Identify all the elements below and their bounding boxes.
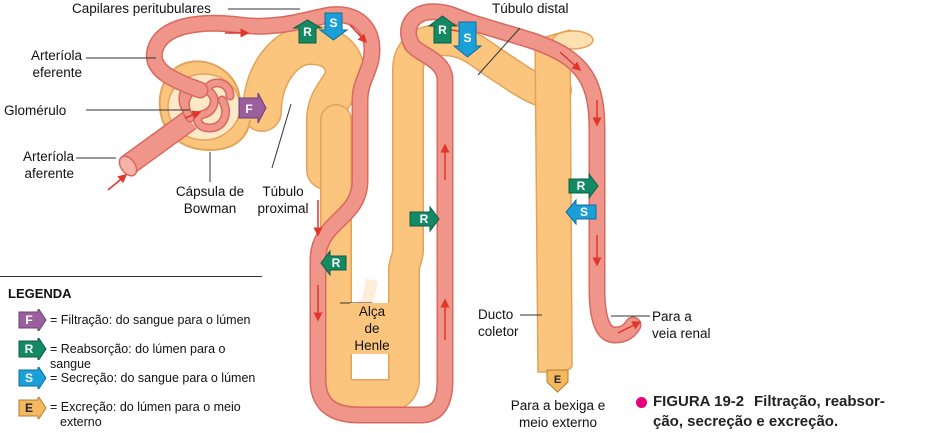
label-arteriola-eferente: Arteríola eferente [0, 47, 82, 81]
legend-badge-e-letter: E [25, 401, 33, 415]
label-bexiga: Para a bexiga e meio externo [498, 397, 618, 431]
legend-text-excretion: = Excreção: do lúmen para o meio externo [50, 400, 241, 430]
label-capsula-line1: Cápsula de [175, 184, 245, 199]
badge-reabsorption-5: R [568, 172, 599, 200]
label-alca-henle: Alça de Henle [350, 303, 394, 354]
label-tubulo-proximal: Túbulo proximal [238, 183, 328, 217]
label-glomerulo: Glomérulo [4, 103, 67, 118]
badge-secretion-2: S [452, 21, 483, 58]
label-arteriola-aferente-line1: Arteríola [22, 149, 74, 164]
label-capilares: Capilares peritubulares [72, 1, 211, 16]
legend-badge-r-letter: R [25, 342, 34, 356]
label-capsula-bowman: Cápsula de Bowman [160, 183, 260, 217]
badge-reabsorption-2: R [427, 15, 458, 44]
label-tubulo-distal: Túbulo distal [492, 1, 569, 16]
badge-letter-r-1: R [303, 25, 312, 39]
legend-badge-excretion: E [18, 397, 47, 419]
collecting-duct [534, 29, 573, 373]
legend-badge-reabsorption: R [18, 338, 47, 360]
badge-letter-r-3: R [420, 212, 429, 226]
label-arteriola-eferente-line2: eferente [32, 65, 82, 80]
label-alca-line1: Alça [358, 304, 386, 319]
legend-badge-s-letter: S [25, 371, 33, 385]
legend-title: LEGENDA [8, 286, 72, 301]
label-capsula-line2: Bowman [183, 201, 237, 216]
label-arteriola-aferente-line2: aferente [24, 166, 74, 181]
caption-title-line1: Filtração, reabsor- [754, 393, 885, 410]
caption-bullet-icon [636, 397, 647, 408]
legend-text-reabsorption: = Reabsorção: do lúmen para o sangue [50, 342, 226, 371]
leader-lines [76, 8, 650, 317]
blood-vessels [107, 3, 642, 424]
legend-text-secretion: = Secreção: do sangue para o lúmen [50, 371, 256, 385]
label-ducto-coletor: Ducto coletor [478, 306, 519, 340]
badge-letter-s-3: S [580, 205, 588, 219]
label-veia-line1: Para a [652, 309, 692, 324]
badge-letter-r-4: R [332, 256, 341, 270]
badge-filtration: F [238, 92, 267, 124]
label-tubulo-proximal-line1: Túbulo [262, 184, 304, 199]
label-veia-renal: Para a veia renal [652, 308, 711, 342]
caption-title-line2: ção, secreção e excreção. [653, 413, 839, 430]
label-bexiga-line2: meio externo [518, 415, 598, 430]
legend-text-filtration: = Filtração: do sangue para o lúmen [50, 313, 251, 327]
badge-letter-s-2: S [463, 31, 471, 45]
legend-badge-secretion: S [18, 367, 47, 389]
label-tubulo-proximal-line2: proximal [257, 201, 309, 216]
badge-letter-s-1: S [329, 16, 337, 30]
badge-reabsorption-4: R [320, 249, 347, 277]
legend-divider [0, 276, 262, 277]
legend-text-excretion-line2: externo [60, 415, 102, 429]
badge-secretion-3: S [565, 198, 597, 226]
label-ducto-line1: Ducto [478, 307, 514, 322]
legend-badge-filtration: F [18, 309, 47, 331]
badge-excretion: E [546, 369, 569, 393]
badge-reabsorption-3: R [409, 205, 440, 233]
label-arteriola-eferente-line1: Arteríola [30, 48, 82, 63]
badge-letter-r-5: R [577, 179, 586, 193]
label-alca-line3: Henle [354, 338, 390, 353]
label-veia-line2: veia renal [652, 326, 711, 341]
badge-letter-r-2: R [438, 23, 447, 37]
label-arteriola-aferente: Arteríola aferente [0, 148, 74, 182]
badge-secretion-1: S [318, 12, 349, 41]
label-alca-line2: de [364, 321, 380, 336]
legend: LEGENDA F = Filtração: do sangue para o … [0, 276, 268, 433]
badge-reabsorption-1: R [292, 19, 323, 44]
legend-badge-f-letter: F [25, 313, 32, 327]
label-bexiga-line1: Para a bexiga e [510, 398, 606, 413]
label-ducto-line2: coletor [478, 324, 519, 339]
caption-figure-number: FIGURA 19-2 [653, 393, 745, 410]
badge-letter-f: F [245, 102, 252, 116]
badge-letter-e: E [554, 374, 561, 386]
legend-text-excretion-line1: = Excreção: do lúmen para o meio [50, 400, 241, 414]
